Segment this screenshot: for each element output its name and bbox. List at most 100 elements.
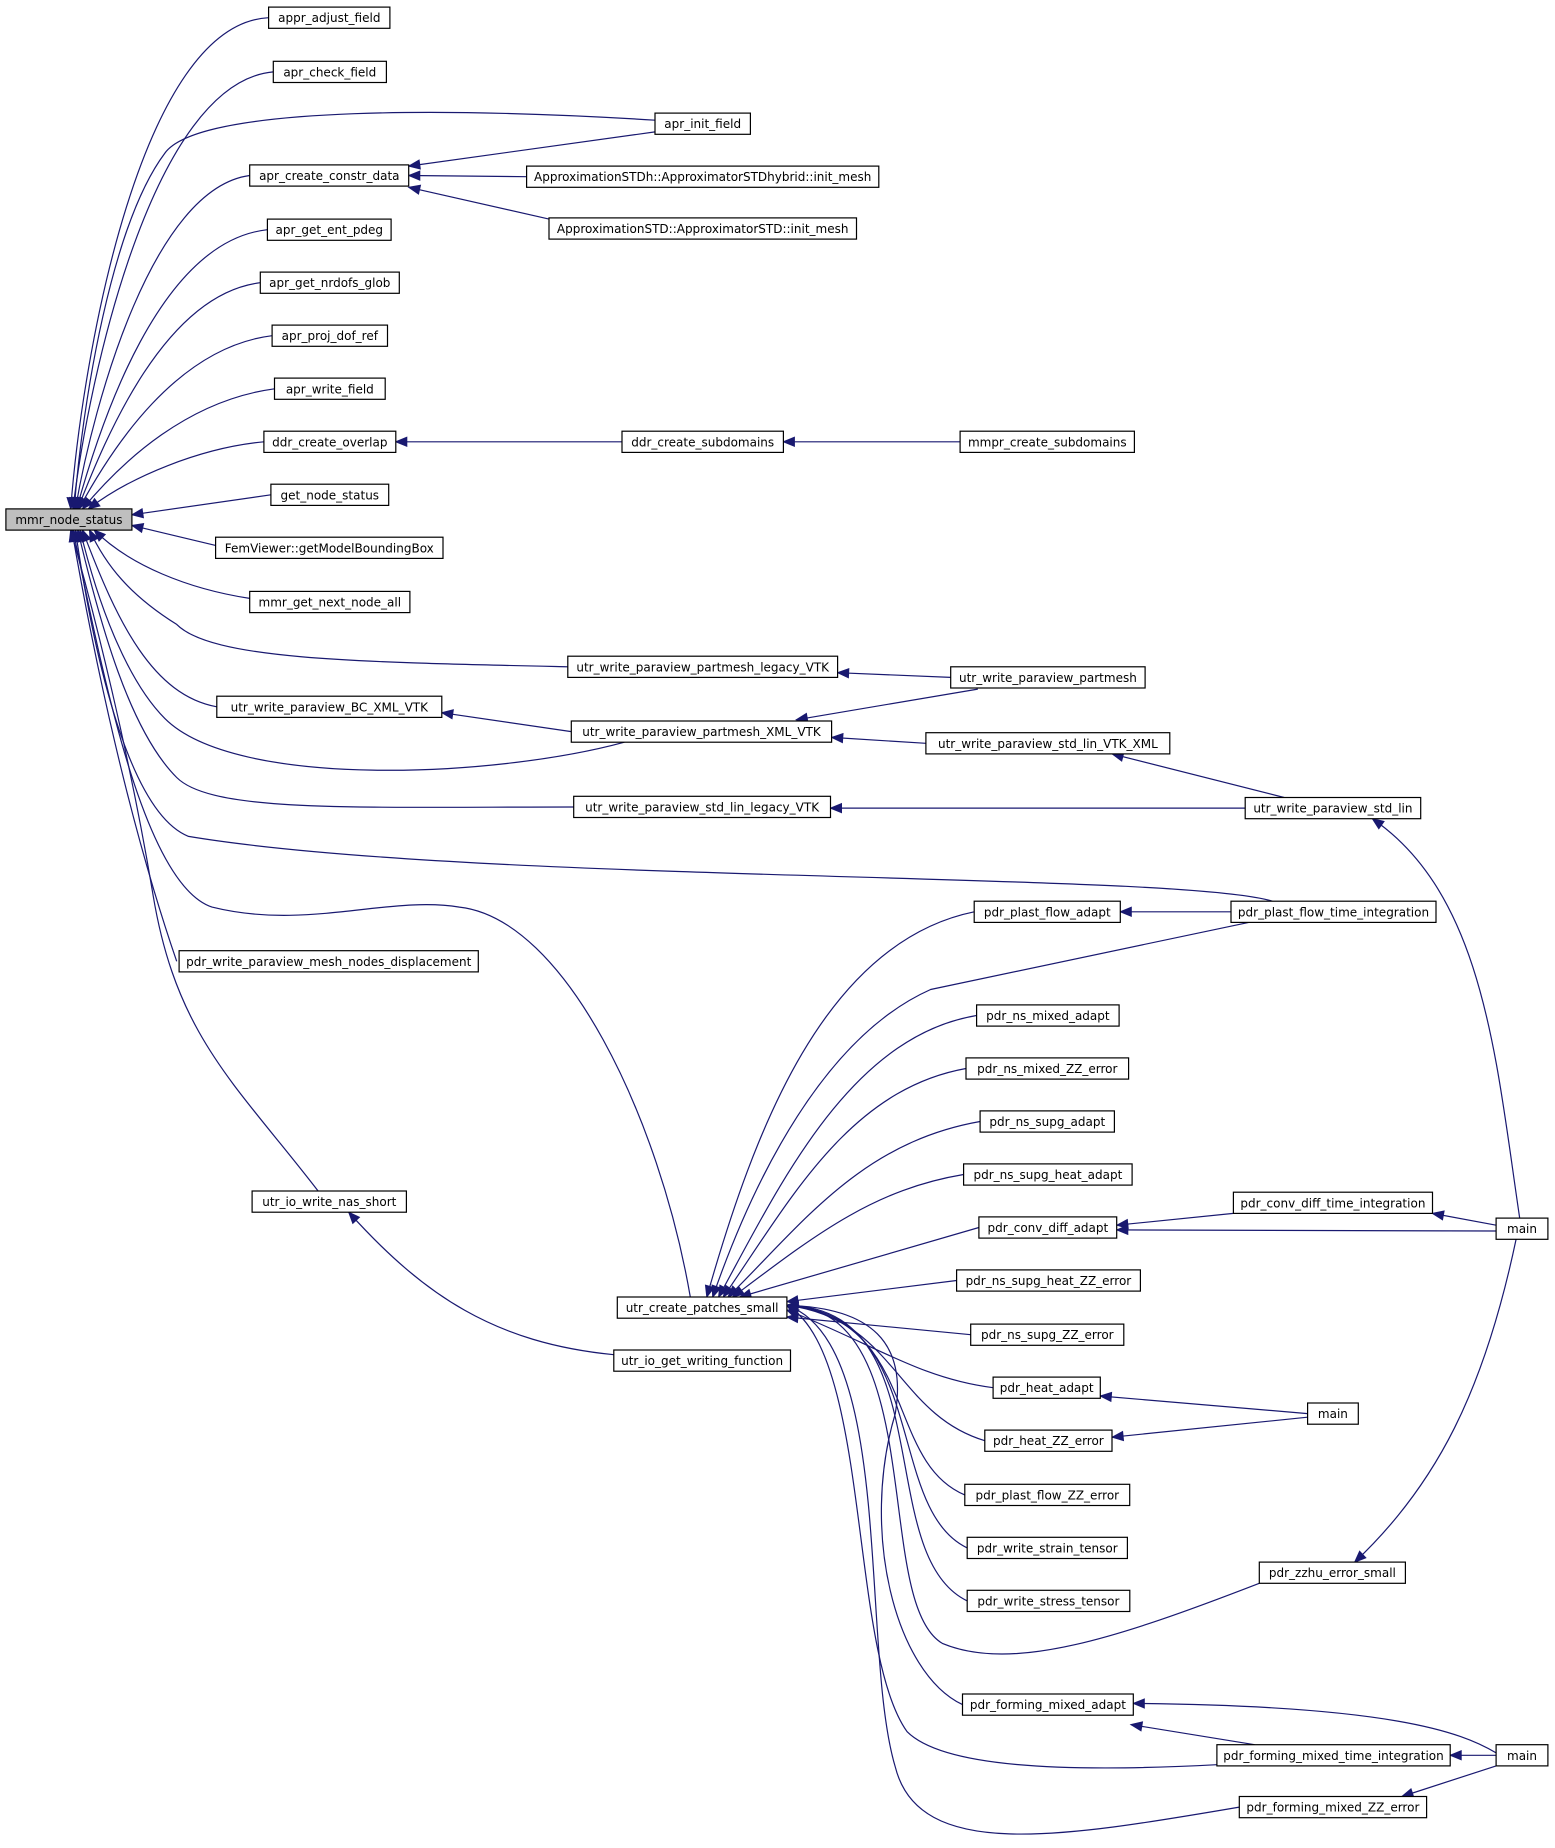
node-mmr_get_next_node_all[interactable]: mmr_get_next_node_all	[249, 590, 411, 614]
node-pdr_zzhu_error_small[interactable]: pdr_zzhu_error_small	[1258, 1561, 1407, 1584]
node-appr_adjust_field[interactable]: appr_adjust_field	[268, 6, 391, 29]
node-utr_wp_std_lin[interactable]: utr_write_paraview_std_lin	[1244, 796, 1422, 820]
node-ddr_create_overlap[interactable]: ddr_create_overlap	[263, 430, 397, 454]
node-box-main_a[interactable]	[1495, 1217, 1549, 1240]
node-pdr_forming_mixed_zz[interactable]: pdr_forming_mixed_ZZ_error	[1238, 1795, 1428, 1819]
node-utr_create_patches_small[interactable]: utr_create_patches_small	[616, 1296, 788, 1319]
node-box-pdr_write_stress_tensor[interactable]	[966, 1589, 1131, 1613]
node-main_a[interactable]: main	[1495, 1217, 1549, 1240]
node-ddr_create_subdomains[interactable]: ddr_create_subdomains	[621, 430, 784, 454]
node-box-appr_adjust_field[interactable]	[268, 6, 391, 29]
node-box-utr_wp_partmesh[interactable]	[950, 666, 1146, 689]
node-box-utr_wp_bc_xml[interactable]	[216, 695, 443, 719]
node-box-apr_create_constr_data[interactable]	[249, 164, 410, 187]
node-utr_wp_partmesh_legacy[interactable]: utr_write_paraview_partmesh_legacy_VTK	[567, 655, 839, 679]
node-box-pdr_plast_flow_adapt[interactable]	[973, 900, 1121, 924]
node-box-pdr_ns_mixed_zz[interactable]	[965, 1057, 1130, 1080]
node-mmr_node_status[interactable]: mmr_node_status	[5, 508, 133, 531]
node-box-utr_wp_partmesh_xml[interactable]	[570, 720, 833, 743]
node-box-utr_create_patches_small[interactable]	[616, 1296, 788, 1319]
node-pdr_plast_flow_zz[interactable]: pdr_plast_flow_ZZ_error	[964, 1483, 1131, 1507]
node-box-utr_io_write_nas_short[interactable]	[251, 1190, 408, 1213]
node-box-pdr_conv_diff_time[interactable]	[1232, 1191, 1434, 1214]
node-box-approxstd_init_mesh[interactable]	[548, 217, 858, 240]
node-box-approxstdh_init_mesh[interactable]	[525, 165, 880, 188]
node-box-pdr_ns_mixed_adapt[interactable]	[975, 1004, 1120, 1027]
node-pdr_ns_supg_zz[interactable]: pdr_ns_supg_ZZ_error	[970, 1323, 1125, 1346]
node-utr_wp_bc_xml[interactable]: utr_write_paraview_BC_XML_VTK	[216, 695, 443, 719]
node-pdr_heat_zz[interactable]: pdr_heat_ZZ_error	[984, 1429, 1113, 1452]
node-pdr_ns_supg_heat_adapt[interactable]: pdr_ns_supg_heat_adapt	[962, 1163, 1133, 1186]
node-get_node_status[interactable]: get_node_status	[270, 483, 390, 507]
node-pdr_ns_mixed_adapt[interactable]: pdr_ns_mixed_adapt	[975, 1004, 1120, 1027]
node-box-pdr_ns_supg_heat_zz[interactable]	[955, 1269, 1141, 1292]
node-apr_create_constr_data[interactable]: apr_create_constr_data	[249, 164, 410, 187]
node-apr_init_field[interactable]: apr_init_field	[654, 112, 752, 135]
node-femviewer_bbox[interactable]: FemViewer::getModelBoundingBox	[215, 536, 444, 560]
node-box-pdr_conv_diff_adapt[interactable]	[978, 1216, 1118, 1239]
node-box-apr_get_ent_pdeg[interactable]	[266, 218, 392, 241]
node-utr_io_write_nas_short[interactable]: utr_io_write_nas_short	[251, 1190, 408, 1213]
node-pdr_forming_mixed_time[interactable]: pdr_forming_mixed_time_integration	[1216, 1744, 1451, 1767]
node-pdr_conv_diff_time[interactable]: pdr_conv_diff_time_integration	[1232, 1191, 1434, 1214]
node-box-utr_wp_std_lin_legacy[interactable]	[573, 795, 832, 819]
node-mmpr_create_subdomains[interactable]: mmpr_create_subdomains	[959, 430, 1135, 454]
node-box-utr_wp_std_lin[interactable]	[1244, 796, 1422, 820]
node-pdr_ns_supg_adapt[interactable]: pdr_ns_supg_adapt	[979, 1110, 1115, 1133]
node-main_c[interactable]: main	[1495, 1744, 1549, 1767]
node-pdr_plast_flow_time[interactable]: pdr_plast_flow_time_integration	[1230, 900, 1437, 924]
node-apr_get_nrdofs_glob[interactable]: apr_get_nrdofs_glob	[259, 271, 400, 294]
node-utr_wp_partmesh[interactable]: utr_write_paraview_partmesh	[950, 666, 1146, 689]
node-box-pdr_wp_mesh_nodes_disp[interactable]	[178, 950, 479, 973]
node-box-utr_wp_partmesh_legacy[interactable]	[567, 655, 839, 679]
node-apr_proj_dof_ref[interactable]: apr_proj_dof_ref	[271, 324, 389, 347]
node-pdr_conv_diff_adapt[interactable]: pdr_conv_diff_adapt	[978, 1216, 1118, 1239]
node-box-pdr_heat_adapt[interactable]	[992, 1376, 1101, 1399]
node-box-get_node_status[interactable]	[270, 483, 390, 507]
node-pdr_write_stress_tensor[interactable]: pdr_write_stress_tensor	[966, 1589, 1131, 1613]
node-box-ddr_create_subdomains[interactable]	[621, 430, 784, 454]
node-approxstd_init_mesh[interactable]: ApproximationSTD::ApproximatorSTD::init_…	[548, 217, 858, 240]
node-utr_wp_partmesh_xml[interactable]: utr_write_paraview_partmesh_XML_VTK	[570, 720, 833, 743]
node-box-pdr_forming_mixed_time[interactable]	[1216, 1744, 1451, 1767]
node-utr_io_get_writing_function[interactable]: utr_io_get_writing_function	[613, 1349, 792, 1372]
node-pdr_forming_mixed_adapt[interactable]: pdr_forming_mixed_adapt	[961, 1693, 1134, 1716]
node-box-apr_write_field[interactable]	[273, 377, 386, 400]
node-main_b[interactable]: main	[1306, 1402, 1359, 1425]
node-box-pdr_heat_zz[interactable]	[984, 1429, 1113, 1452]
node-utr_wp_std_lin_legacy[interactable]: utr_write_paraview_std_lin_legacy_VTK	[573, 795, 832, 819]
node-box-pdr_forming_mixed_zz[interactable]	[1238, 1795, 1428, 1819]
node-pdr_ns_supg_heat_zz[interactable]: pdr_ns_supg_heat_ZZ_error	[955, 1269, 1141, 1292]
node-apr_get_ent_pdeg[interactable]: apr_get_ent_pdeg	[266, 218, 392, 241]
node-pdr_ns_mixed_zz[interactable]: pdr_ns_mixed_ZZ_error	[965, 1057, 1130, 1080]
node-pdr_wp_mesh_nodes_disp[interactable]: pdr_write_paraview_mesh_nodes_displaceme…	[178, 950, 479, 973]
node-box-main_c[interactable]	[1495, 1744, 1549, 1767]
node-box-utr_io_get_writing_function[interactable]	[613, 1349, 792, 1372]
node-box-apr_init_field[interactable]	[654, 112, 752, 135]
node-box-apr_proj_dof_ref[interactable]	[271, 324, 389, 347]
node-box-utr_wp_std_lin_xml[interactable]	[925, 732, 1171, 755]
node-box-mmr_get_next_node_all[interactable]	[249, 590, 411, 614]
node-pdr_heat_adapt[interactable]: pdr_heat_adapt	[992, 1376, 1101, 1399]
node-box-main_b[interactable]	[1306, 1402, 1359, 1425]
node-utr_wp_std_lin_xml[interactable]: utr_write_paraview_std_lin_VTK_XML	[925, 732, 1171, 755]
node-apr_write_field[interactable]: apr_write_field	[273, 377, 386, 400]
node-box-mmpr_create_subdomains[interactable]	[959, 430, 1135, 454]
node-box-pdr_ns_supg_adapt[interactable]	[979, 1110, 1115, 1133]
node-box-apr_get_nrdofs_glob[interactable]	[259, 271, 400, 294]
node-box-mmr_node_status[interactable]	[5, 508, 133, 531]
node-apr_check_field[interactable]: apr_check_field	[272, 60, 387, 84]
node-pdr_write_strain_tensor[interactable]: pdr_write_strain_tensor	[966, 1536, 1129, 1560]
node-box-pdr_plast_flow_zz[interactable]	[964, 1483, 1131, 1507]
node-box-pdr_zzhu_error_small[interactable]	[1258, 1561, 1407, 1584]
node-box-pdr_ns_supg_zz[interactable]	[970, 1323, 1125, 1346]
node-box-femviewer_bbox[interactable]	[215, 536, 444, 560]
node-approxstdh_init_mesh[interactable]: ApproximationSTDh::ApproximatorSTDhybrid…	[525, 165, 880, 188]
node-box-apr_check_field[interactable]	[272, 60, 387, 84]
node-pdr_plast_flow_adapt[interactable]: pdr_plast_flow_adapt	[973, 900, 1121, 924]
node-box-pdr_forming_mixed_adapt[interactable]	[961, 1693, 1134, 1716]
node-box-ddr_create_overlap[interactable]	[263, 430, 397, 454]
node-box-pdr_ns_supg_heat_adapt[interactable]	[962, 1163, 1133, 1186]
node-box-pdr_plast_flow_time[interactable]	[1230, 900, 1437, 924]
node-box-pdr_write_strain_tensor[interactable]	[966, 1536, 1129, 1560]
